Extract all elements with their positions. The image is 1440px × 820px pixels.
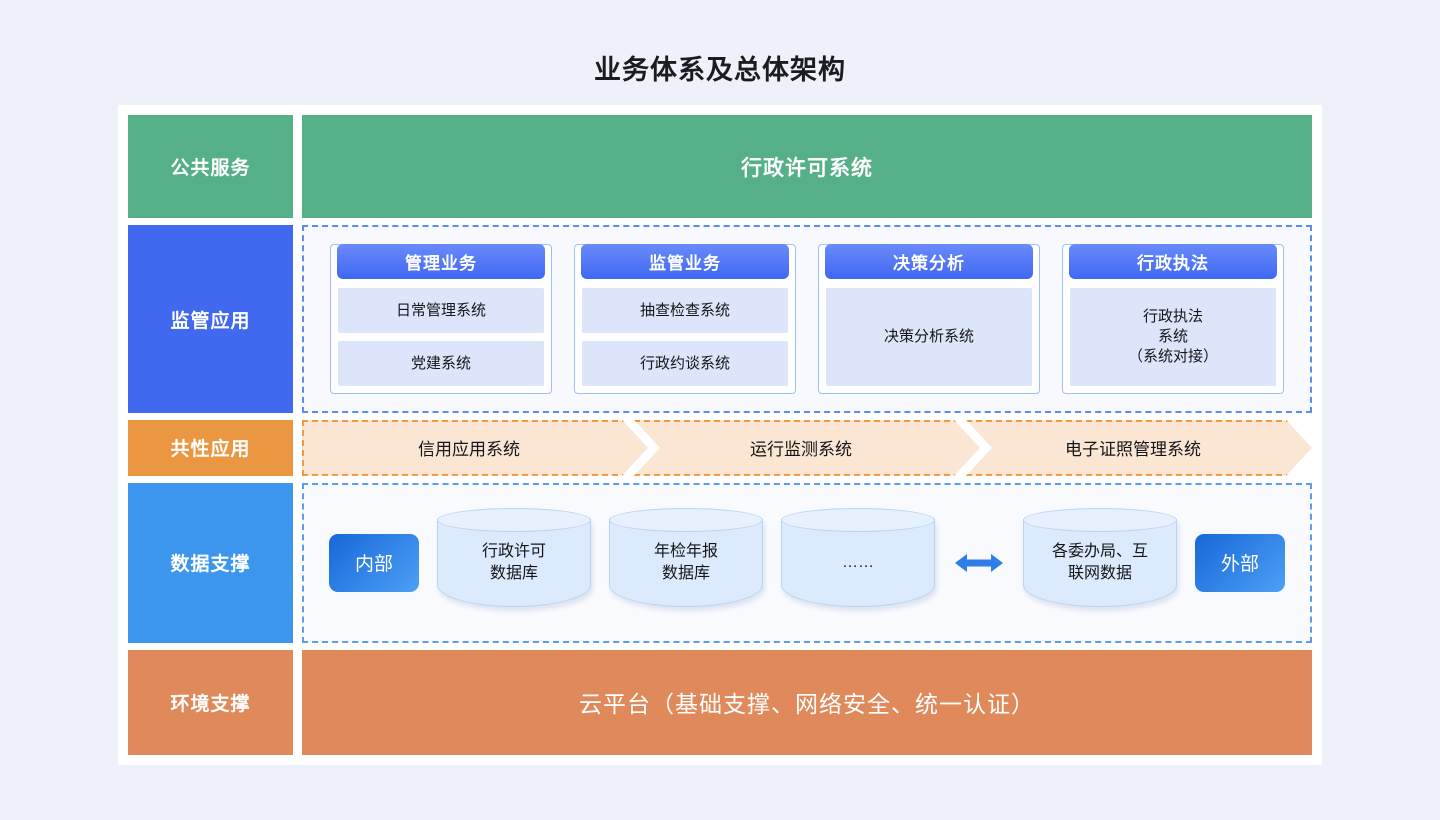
environment-support-band[interactable]: 云平台（基础支撑、网络安全、统一认证） [302, 649, 1312, 756]
database-label: 行政许可 数据库 [481, 543, 546, 582]
layer-label-environment-support: 环境支撑 [128, 649, 293, 756]
cylinder-top [781, 507, 935, 532]
layer-row-supervision-app: 监管应用 管理业务 日常管理系统 党建系统 监管业务 [128, 225, 1312, 413]
double-arrow-icon [953, 551, 1005, 575]
database-more[interactable]: …… [781, 507, 935, 618]
data-support-container: 内部 行政许可 数据库 年检年报 数据库 [302, 482, 1312, 643]
cylinder-body [437, 518, 591, 607]
layer-row-public-service: 公共服务 行政许可系统 [128, 115, 1312, 219]
layer-body-common-app: 信用应用系统 运行监测系统 电子证照管理系统 [302, 420, 1312, 476]
layer-body-supervision-app: 管理业务 日常管理系统 党建系统 监管业务 抽查检查系统 行政约谈系统 [302, 225, 1312, 413]
card-item[interactable]: 行政执法 系统 （系统对接） [1070, 288, 1276, 387]
card-item-list: 行政执法 系统 （系统对接） [1070, 279, 1276, 387]
badge-internal[interactable]: 内部 [329, 533, 419, 592]
layer-body-environment-support: 云平台（基础支撑、网络安全、统一认证） [302, 649, 1312, 756]
layer-label-supervision-app: 监管应用 [128, 225, 293, 413]
database-label: 年检年报 数据库 [653, 543, 718, 582]
layer-body-data-support: 内部 行政许可 数据库 年检年报 数据库 [302, 482, 1312, 643]
database-administrative-license[interactable]: 行政许可 数据库 [437, 507, 591, 618]
card-title: 监管业务 [581, 244, 789, 280]
card-title: 决策分析 [825, 244, 1033, 280]
chevron-label: 信用应用系统 [418, 440, 520, 460]
cylinder-top [1023, 507, 1177, 532]
database-label: …… [842, 554, 874, 572]
layer-row-common-app: 共性应用 信用应用系统 运行监测系统 电子证照管理系统 [128, 419, 1312, 476]
card-supervision-business[interactable]: 监管业务 抽查检查系统 行政约谈系统 [574, 244, 796, 395]
page-title: 业务体系及总体架构 [594, 55, 846, 85]
card-decision-analysis[interactable]: 决策分析 决策分析系统 [818, 244, 1040, 395]
card-title: 管理业务 [337, 244, 545, 280]
card-item-list: 决策分析系统 [826, 279, 1032, 387]
card-item-list: 抽查检查系统 行政约谈系统 [582, 279, 788, 387]
chevron-credit-application[interactable]: 信用应用系统 [302, 420, 648, 476]
card-item[interactable]: 抽查检查系统 [582, 288, 788, 334]
card-item[interactable]: 决策分析系统 [826, 288, 1032, 387]
chevron-label: 运行监测系统 [750, 440, 852, 460]
database-label: 各委办局、互 联网数据 [1051, 543, 1148, 582]
cylinder-top [437, 507, 591, 532]
card-administrative-enforcement[interactable]: 行政执法 行政执法 系统 （系统对接） [1062, 244, 1284, 395]
cylinder-body [1023, 518, 1177, 607]
common-app-chevron-group: 信用应用系统 运行监测系统 电子证照管理系统 [302, 420, 1312, 476]
card-item-list: 日常管理系统 党建系统 [338, 279, 544, 387]
cylinder-top [609, 507, 763, 532]
architecture-board: 公共服务 行政许可系统 监管应用 管理业务 日常管理系统 党建系统 [118, 105, 1322, 765]
cylinder-body [609, 518, 763, 607]
database-external-sources[interactable]: 各委办局、互 联网数据 [1023, 507, 1177, 618]
layer-row-data-support: 数据支撑 内部 行政许可 数据库 年检年报 数据库 [128, 482, 1312, 643]
chevron-operation-monitoring[interactable]: 运行监测系统 [634, 420, 980, 476]
layer-body-public-service: 行政许可系统 [302, 115, 1312, 219]
layer-label-data-support: 数据支撑 [128, 482, 293, 643]
card-item[interactable]: 党建系统 [338, 341, 544, 387]
badge-external[interactable]: 外部 [1195, 533, 1285, 592]
layer-label-public-service: 公共服务 [128, 115, 293, 219]
card-item[interactable]: 行政约谈系统 [582, 341, 788, 387]
layer-rows: 公共服务 行政许可系统 监管应用 管理业务 日常管理系统 党建系统 [128, 115, 1312, 756]
cylinder-body [781, 518, 935, 607]
database-annual-report[interactable]: 年检年报 数据库 [609, 507, 763, 618]
layer-row-environment-support: 环境支撑 云平台（基础支撑、网络安全、统一认证） [128, 649, 1312, 756]
card-title: 行政执法 [1069, 244, 1277, 280]
card-management-business[interactable]: 管理业务 日常管理系统 党建系统 [330, 244, 552, 395]
chevron-label: 电子证照管理系统 [1065, 440, 1201, 460]
card-item[interactable]: 日常管理系统 [338, 288, 544, 334]
layer-label-common-app: 共性应用 [128, 419, 293, 476]
supervision-app-container: 管理业务 日常管理系统 党建系统 监管业务 抽查检查系统 行政约谈系统 [302, 225, 1312, 413]
public-service-band[interactable]: 行政许可系统 [302, 115, 1312, 219]
chevron-electronic-license[interactable]: 电子证照管理系统 [966, 420, 1312, 476]
